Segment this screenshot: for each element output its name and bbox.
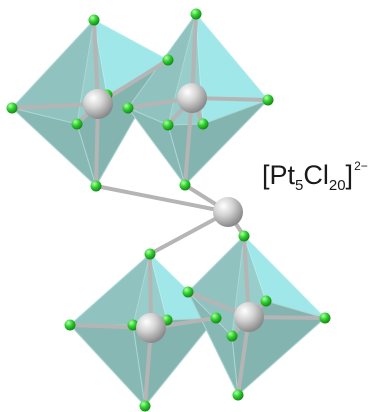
cl-atom <box>71 118 83 130</box>
cl-atom <box>88 14 100 26</box>
cl-atom <box>144 248 156 260</box>
formula-label: [Pt5Cl20]2− <box>262 160 368 193</box>
formula-element: Cl <box>303 160 329 190</box>
cl-atom <box>127 319 139 331</box>
platinum-atoms <box>83 83 264 343</box>
pt-atom <box>213 197 243 227</box>
cl-atom <box>319 312 331 324</box>
cl-atom <box>162 54 174 66</box>
cl-atom <box>90 180 102 192</box>
formula-close: ] <box>345 160 354 190</box>
cl-atom <box>179 179 191 191</box>
cl-atom <box>210 312 222 324</box>
pt-atom <box>83 89 113 119</box>
cl-atom <box>64 319 76 331</box>
pt-atom <box>234 302 264 332</box>
formula-cl-count: 20 <box>328 177 346 194</box>
octahedra-faces <box>10 12 327 408</box>
cl-atom <box>139 400 151 412</box>
formula-open: [Pt <box>262 160 296 190</box>
cl-atom <box>262 94 274 106</box>
cl-atom <box>238 230 250 242</box>
cl-atom <box>260 295 272 307</box>
cl-atom <box>182 286 194 298</box>
formula-pt-count: 5 <box>295 177 304 194</box>
pt-atom <box>136 313 166 343</box>
cl-atom <box>226 330 238 342</box>
cl-atom <box>6 102 18 114</box>
cl-atom <box>162 119 174 131</box>
cl-atom <box>232 389 244 401</box>
formula-charge: 2− <box>354 159 368 173</box>
cl-atom <box>197 118 209 130</box>
octahedron-bottom-left <box>68 252 218 408</box>
pt-atom <box>177 83 207 113</box>
cl-atom <box>190 8 202 20</box>
cl-atom <box>122 102 134 114</box>
